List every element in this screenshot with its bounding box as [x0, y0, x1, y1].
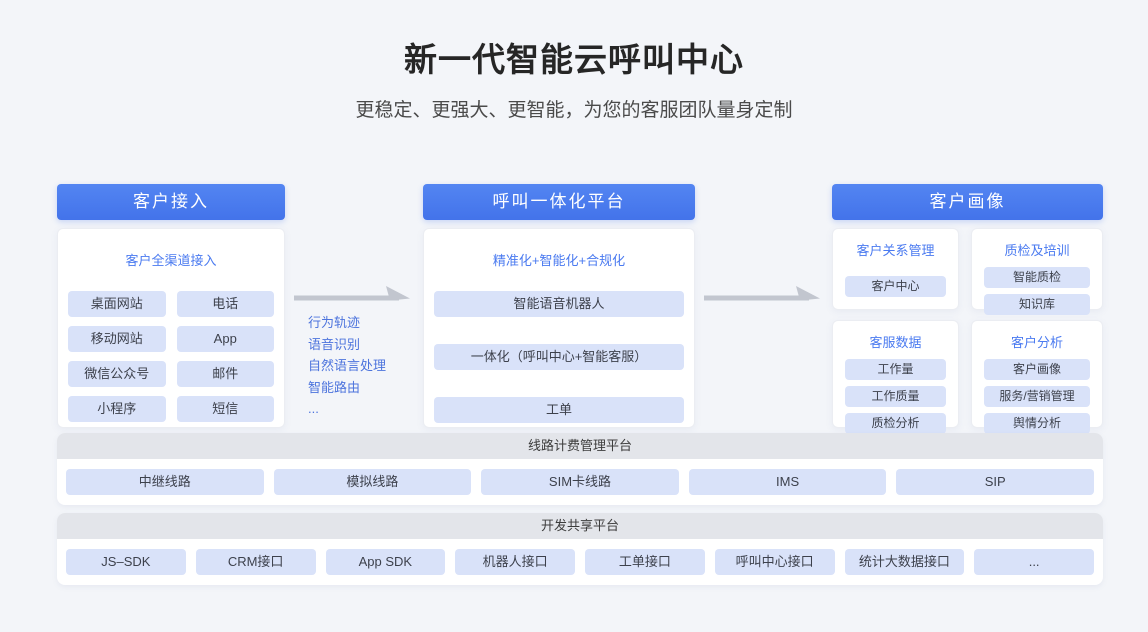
flow-feature: 自然语言处理	[308, 358, 387, 373]
portrait-subcard-chip: 客户画像	[984, 359, 1090, 380]
portrait-subcard-chip: 智能质检	[984, 267, 1090, 288]
portrait-subcard-chip: 舆情分析	[984, 413, 1090, 434]
platform-bar-chip: 统计大数据接口	[844, 549, 965, 575]
access-channel-chip: 电话	[176, 291, 274, 317]
portrait-subcard-title: 客服数据	[869, 335, 922, 350]
customer-access-header: 客户接入	[57, 184, 285, 220]
call-platform-module-chip: 工单	[434, 397, 684, 423]
portrait-subcard: 客户分析 客户画像服务/营销管理舆情分析	[971, 320, 1103, 434]
flow-feature: 行为轨迹	[308, 315, 361, 330]
platform-bar-title: 开发共享平台	[57, 513, 1103, 539]
access-channel-chip: 移动网站	[68, 326, 166, 352]
platform-bar-chip: 工单接口	[585, 549, 705, 575]
platform-bar: 线路计费管理平台 中继线路模拟线路 SIM卡线路 IMS SIP	[57, 433, 1103, 505]
portrait-subcard-chip: 客户中心	[845, 276, 946, 297]
portrait-subcard-title: 质检及培训	[1004, 243, 1070, 258]
flow-annotation-right	[701, 283, 825, 305]
portrait-subcard-title: 客户关系管理	[856, 243, 935, 258]
portrait-subcard: 客服数据 工作量工作质量质检分析	[832, 320, 959, 434]
access-channel-chip: App	[176, 326, 274, 352]
access-channel-grid: 桌面网站电话移动网站 App 微信公众号邮件小程序短信	[58, 291, 284, 422]
portrait-subcard-chip: 工作质量	[845, 386, 946, 407]
access-channel-chip: 桌面网站	[68, 291, 166, 317]
platform-bar: 开发共享平台 JS–SDK CRM接口 App SDK 机器人接口工单接口呼叫中心接口…	[57, 513, 1103, 585]
call-platform-card-title: 精准化+智能化+合规化	[492, 253, 626, 268]
page-title: 新一代智能云呼叫中心	[404, 41, 744, 78]
platform-bar-chip: 中继线路	[66, 469, 264, 495]
call-platform-column: 呼叫一体化平台 精准化+智能化+合规化 智能语音机器人一体化（呼叫中心+智能客服…	[423, 184, 695, 428]
platform-bar-chip: ...	[974, 549, 1094, 575]
customer-portrait-column: 客户画像 客户关系管理 客户中心 质检及培训 智能质检知识库 客服数据 工作量工…	[832, 184, 1103, 434]
portrait-subcard-chip: 质检分析	[845, 413, 946, 434]
right-arrow-icon	[704, 286, 820, 301]
customer-portrait-header: 客户画像	[832, 184, 1103, 220]
portrait-subcard-grid: 客户关系管理 客户中心 质检及培训 智能质检知识库 客服数据 工作量工作质量质检…	[832, 228, 1103, 434]
platform-bar-chip: CRM接口	[195, 549, 316, 575]
portrait-subcard: 质检及培训 智能质检知识库	[971, 228, 1103, 315]
access-channel-chip: 小程序	[68, 396, 166, 422]
portrait-subcard-items: 智能质检知识库	[984, 267, 1090, 315]
platform-bar-title: 线路计费管理平台	[57, 433, 1103, 459]
platform-bars: 线路计费管理平台 中继线路模拟线路 SIM卡线路 IMS SIP 开发共享平台 JS–…	[57, 433, 1103, 585]
platform-bar-items: 中继线路模拟线路 SIM卡线路 IMS SIP	[57, 459, 1103, 505]
portrait-subcard-title: 客户分析	[1010, 335, 1063, 350]
access-channel-chip: 短信	[176, 396, 274, 422]
platform-bar-chip: 模拟线路	[273, 469, 472, 495]
flow-feature-list: 行为轨迹语音识别自然语言处理智能路由...	[291, 312, 415, 420]
call-platform-module-list: 智能语音机器人一体化（呼叫中心+智能客服） 工单	[424, 291, 694, 423]
page-subtitle: 更稳定、更强大、更智能，为您的客服团队量身定制	[355, 100, 793, 121]
platform-bar-chip: App SDK	[325, 549, 446, 575]
flow-feature: ...	[308, 401, 319, 416]
platform-bar-chip: SIM卡线路	[481, 469, 679, 495]
flow-feature: 智能路由	[308, 379, 361, 395]
portrait-subcard-chip: 知识库	[984, 294, 1090, 315]
customer-access-card: 客户全渠道接入 桌面网站电话移动网站 App 微信公众号邮件小程序短信	[57, 228, 285, 428]
customer-access-card-title: 客户全渠道接入	[125, 253, 217, 268]
portrait-subcard: 客户关系管理 客户中心	[832, 228, 959, 310]
portrait-subcard-chip: 工作量	[845, 359, 946, 380]
platform-bar-chip: IMS	[688, 469, 887, 495]
call-platform-module-chip: 一体化（呼叫中心+智能客服）	[434, 344, 684, 370]
portrait-subcard-items: 工作量工作质量质检分析	[845, 359, 946, 434]
platform-bar-chip: SIP	[896, 469, 1094, 495]
platform-bar-chip: JS–SDK	[66, 549, 186, 575]
platform-bar-chip: 机器人接口	[455, 549, 575, 575]
call-platform-header: 呼叫一体化平台	[423, 184, 695, 220]
access-channel-chip: 微信公众号	[68, 361, 166, 387]
right-arrow-icon	[294, 286, 410, 301]
access-channel-chip: 邮件	[176, 361, 274, 387]
customer-access-column: 客户接入 客户全渠道接入 桌面网站电话移动网站 App 微信公众号邮件小程序短信	[57, 184, 285, 428]
portrait-subcard-chip: 服务/营销管理	[984, 386, 1090, 407]
flow-feature: 语音识别	[308, 336, 361, 352]
platform-bar-items: JS–SDK CRM接口 App SDK 机器人接口工单接口呼叫中心接口统计大数据接口…	[57, 539, 1103, 585]
platform-bar-chip: 呼叫中心接口	[714, 549, 835, 575]
portrait-subcard-items: 客户中心	[845, 276, 946, 297]
call-platform-module-chip: 智能语音机器人	[434, 291, 684, 317]
flow-annotation-left: 行为轨迹语音识别自然语言处理智能路由...	[291, 283, 415, 420]
portrait-subcard-items: 客户画像服务/营销管理舆情分析	[984, 359, 1090, 434]
call-platform-card: 精准化+智能化+合规化 智能语音机器人一体化（呼叫中心+智能客服） 工单	[423, 228, 695, 428]
